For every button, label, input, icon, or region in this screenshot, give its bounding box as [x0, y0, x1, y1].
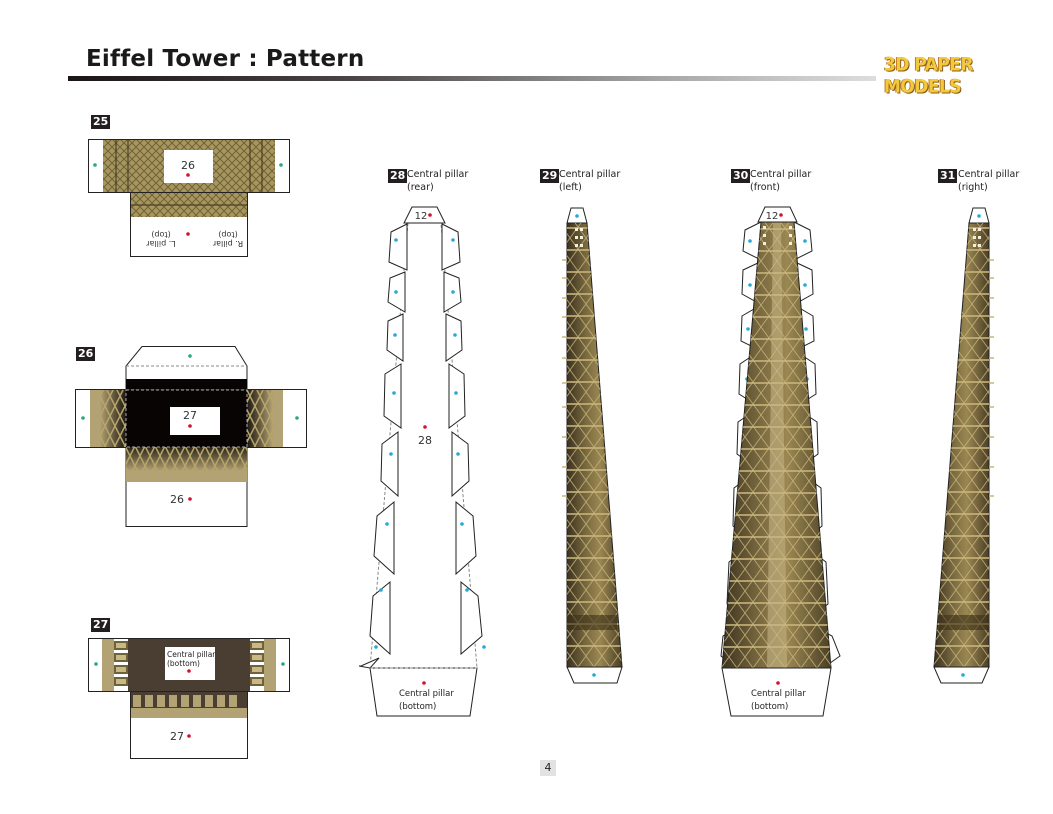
- part-25-center-label: 26: [181, 159, 195, 172]
- part-27-pattern: Central pillar (bottom) 27: [88, 638, 290, 759]
- part-26-pattern: 27 26: [75, 346, 307, 527]
- part-number-badge: 27: [91, 618, 111, 632]
- page-number: 4: [540, 760, 556, 776]
- page-title: Eiffel Tower : Pattern: [86, 46, 365, 72]
- part-28-caption: Central pillar (rear): [407, 169, 469, 193]
- svg-text:Central pillar: Central pillar: [751, 689, 806, 699]
- part-27-bottom-label: 27: [170, 730, 184, 743]
- part-27-center-label: Central pillar: [167, 650, 216, 659]
- svg-text:Central pillar: Central pillar: [399, 689, 454, 699]
- part-31-pattern: [933, 207, 994, 684]
- part-30-caption: Central pillar (front): [750, 169, 812, 193]
- svg-text:(bottom): (bottom): [751, 702, 788, 712]
- part-26-center-label: 27: [183, 409, 197, 422]
- title-underline: [68, 76, 876, 81]
- part-30-pattern: 12 Central pillar (bottom): [720, 206, 841, 717]
- brand-logo: 3D PAPER MODELS: [884, 54, 974, 98]
- part-29-pattern: [562, 207, 623, 684]
- part-29-caption: Central pillar (left): [559, 169, 621, 193]
- part-number-badge: 28: [388, 169, 408, 183]
- part-25-pattern: 26 R. pillar (top) L. pillar (top): [88, 139, 290, 257]
- svg-text:(bottom): (bottom): [399, 702, 436, 712]
- part-number-badge: 25: [91, 115, 111, 129]
- svg-text:12: 12: [415, 211, 428, 222]
- glue-dot: [279, 163, 283, 167]
- r-pillar-label: R. pillar: [212, 239, 243, 248]
- part-number-badge: 29: [540, 169, 560, 183]
- part-number-badge: 26: [76, 347, 96, 361]
- svg-text:(bottom): (bottom): [167, 659, 200, 668]
- l-pillar-label: L. pillar: [146, 239, 176, 248]
- part-26-bottom-label: 26: [170, 493, 184, 506]
- part-number-badge: 31: [938, 169, 958, 183]
- part-number-badge: 30: [731, 169, 751, 183]
- glue-dot: [93, 163, 97, 167]
- svg-text:12: 12: [766, 211, 779, 222]
- part-28-center-label: 28: [418, 434, 432, 447]
- ref-dot: [186, 173, 190, 177]
- svg-text:(top): (top): [218, 230, 237, 239]
- part-31-caption: Central pillar (right): [958, 169, 1020, 193]
- svg-text:(top): (top): [151, 230, 170, 239]
- part-28-pattern: 12 28 Central pillar (bottom): [358, 206, 486, 717]
